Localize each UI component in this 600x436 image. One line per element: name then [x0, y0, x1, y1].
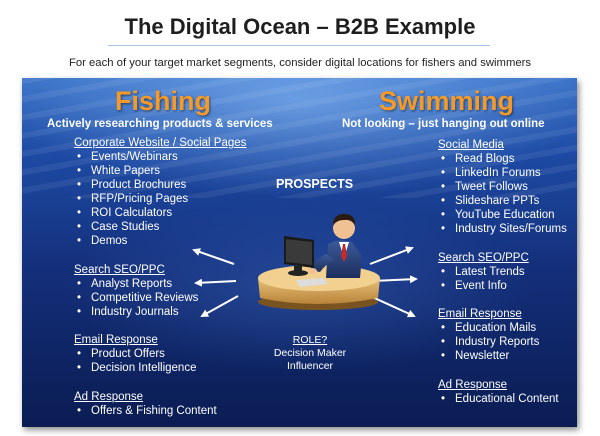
slide-title: The Digital Ocean – B2B Example: [124, 14, 476, 39]
role-decision-maker: Decision Maker: [273, 347, 347, 359]
group-heading: Email Response: [74, 334, 158, 346]
businessman-at-computer-illustration: [258, 214, 380, 310]
list-item: Slideshare PPTs: [438, 194, 567, 208]
group-list: Analyst Reports Competitive Reviews Indu…: [74, 277, 198, 319]
list-item: Newsletter: [438, 349, 539, 363]
list-item: Events/Webinars: [74, 150, 246, 164]
list-item: Product Brochures: [74, 178, 246, 192]
list-item: YouTube Education: [438, 208, 567, 222]
group-list: Educational Content: [438, 392, 559, 406]
group-list: Education Mails Industry Reports Newslet…: [438, 321, 539, 363]
list-item: Educational Content: [438, 392, 559, 406]
list-item: Industry Journals: [74, 305, 198, 319]
fishing-group-search: Search SEO/PPC Analyst Reports Competiti…: [74, 263, 198, 319]
role-label: ROLE?: [292, 334, 328, 346]
list-item: Industry Sites/Forums: [438, 222, 567, 236]
list-item: Event Info: [438, 279, 529, 293]
ocean-panel: Fishing Swimming Actively researching pr…: [22, 78, 577, 427]
list-item: Analyst Reports: [74, 277, 198, 291]
swimming-heading: Swimming: [379, 86, 515, 116]
list-item: White Papers: [74, 164, 246, 178]
arrow-icon: [200, 295, 239, 317]
fishing-tagline: Actively researching products & services: [47, 118, 273, 130]
list-item: Read Blogs: [438, 152, 567, 166]
arrow-icon: [369, 295, 416, 318]
list-item: Latest Trends: [438, 265, 529, 279]
arrow-icon: [192, 248, 235, 265]
fishing-group-corporate-website: Corporate Website / Social Pages Events/…: [74, 136, 246, 248]
slide-subtitle: For each of your target market segments,…: [68, 57, 532, 69]
swimming-group-ad: Ad Response Educational Content: [438, 378, 559, 406]
arrows-layer: [192, 246, 418, 318]
group-list: Read Blogs LinkedIn Forums Tweet Follows…: [438, 152, 567, 236]
group-list: Events/Webinars White Papers Product Bro…: [74, 150, 246, 248]
list-item: Product Offers: [74, 347, 196, 361]
list-item: Industry Reports: [438, 335, 539, 349]
swimming-group-search: Search SEO/PPC Latest Trends Event Info: [438, 251, 529, 293]
role-block: ROLE? Decision Maker Influencer: [255, 334, 365, 373]
group-heading: Search SEO/PPC: [438, 252, 529, 264]
group-heading: Email Response: [438, 308, 522, 320]
group-list: Offers & Fishing Content: [74, 404, 217, 418]
fishing-heading: Fishing: [115, 86, 211, 116]
group-heading: Search SEO/PPC: [74, 264, 165, 276]
list-item: Case Studies: [74, 220, 246, 234]
list-item: RFP/Pricing Pages: [74, 192, 246, 206]
list-item: Demos: [74, 234, 246, 248]
list-item: Education Mails: [438, 321, 539, 335]
swimming-group-email: Email Response Education Mails Industry …: [438, 307, 539, 363]
prospects-label: PROSPECTS: [276, 177, 354, 191]
group-heading: Social Media: [438, 139, 504, 151]
group-list: Latest Trends Event Info: [438, 265, 529, 293]
title-underline: [108, 45, 490, 46]
list-item: Tweet Follows: [438, 180, 567, 194]
role-influencer: Influencer: [286, 360, 334, 372]
list-item: Competitive Reviews: [74, 291, 198, 305]
list-item: LinkedIn Forums: [438, 166, 567, 180]
group-list: Product Offers Decision Intelligence: [74, 347, 196, 375]
arrow-icon: [369, 246, 414, 265]
arrow-icon: [194, 278, 237, 287]
group-heading: Ad Response: [74, 391, 144, 403]
swimming-tagline: Not looking – just hanging out online: [342, 118, 545, 130]
list-item: Offers & Fishing Content: [74, 404, 217, 418]
list-item: Decision Intelligence: [74, 361, 196, 375]
group-heading: Ad Response: [438, 379, 508, 391]
fishing-group-email: Email Response Product Offers Decision I…: [74, 333, 196, 375]
fishing-group-ad: Ad Response Offers & Fishing Content: [74, 390, 217, 418]
group-heading: Corporate Website / Social Pages: [74, 137, 247, 149]
list-item: ROI Calculators: [74, 206, 246, 220]
swimming-group-social-media: Social Media Read Blogs LinkedIn Forums …: [438, 138, 567, 236]
